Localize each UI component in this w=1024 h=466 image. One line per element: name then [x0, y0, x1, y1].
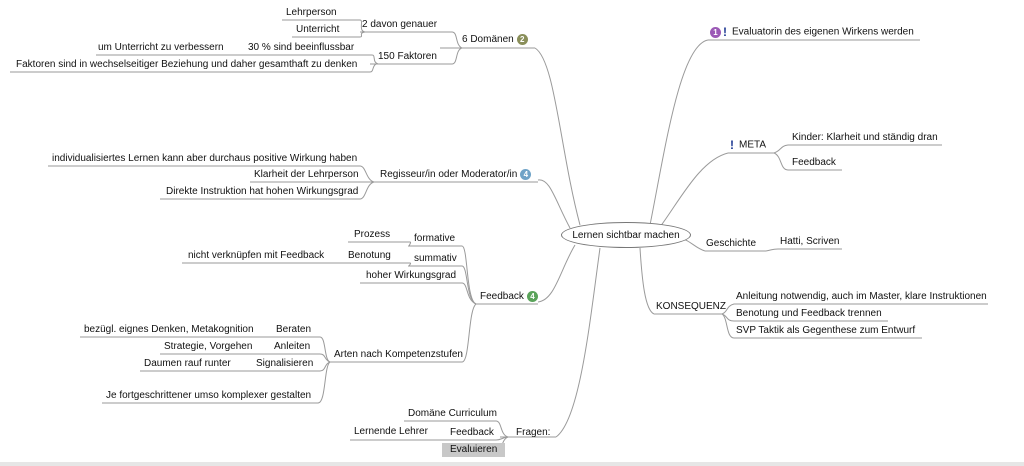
- node-lernende-lehrer[interactable]: Lernende Lehrer: [354, 426, 428, 437]
- node-meta[interactable]: ! META: [728, 139, 766, 152]
- horizontal-scrollbar[interactable]: [0, 462, 1024, 466]
- node-meta-feedback[interactable]: Feedback: [792, 157, 836, 168]
- node-nicht-verknuepfen[interactable]: nicht verknüpfen mit Feedback: [188, 250, 325, 261]
- node-kompetenzstufen[interactable]: Arten nach Kompetenzstufen: [334, 349, 463, 360]
- root-label: Lernen sichtbar machen: [572, 229, 680, 241]
- node-regisseur-label: Regisseur/in oder Moderator/in: [380, 169, 518, 181]
- node-kinder-klarheit[interactable]: Kinder: Klarheit und ständig dran: [792, 132, 938, 143]
- node-formative[interactable]: formative: [414, 233, 456, 244]
- node-hoher-wirkungsgrad[interactable]: hoher Wirkungsgrad: [366, 270, 457, 281]
- node-benotung-trennen[interactable]: Benotung und Feedback trennen: [736, 308, 882, 319]
- node-metakognition[interactable]: bezügl. eignes Denken, Metakognition: [84, 324, 254, 335]
- node-geschichte[interactable]: Geschichte: [706, 238, 757, 249]
- node-fragen[interactable]: Fragen:: [516, 427, 551, 438]
- node-signalisieren[interactable]: Signalisieren: [256, 358, 314, 369]
- node-unterricht-verbessern[interactable]: um Unterricht zu verbessern: [98, 42, 224, 53]
- priority-badge-icon: 1: [710, 26, 721, 38]
- edge-root-feedback: [537, 244, 576, 303]
- node-fragen-feedback[interactable]: Feedback: [450, 427, 494, 438]
- node-direkte-instruktion[interactable]: Direkte Instruktion hat hohen Wirkungsgr…: [166, 186, 359, 197]
- node-150-faktoren[interactable]: 150 Faktoren: [378, 51, 437, 62]
- node-strategie[interactable]: Strategie, Vorgehen: [164, 341, 253, 352]
- node-evaluatorin[interactable]: 1! Evaluatorin des eigenen Wirkens werden: [710, 26, 914, 39]
- exclamation-icon: !: [723, 25, 727, 39]
- node-faktoren-beziehung[interactable]: Faktoren sind in wechselseitiger Beziehu…: [16, 59, 358, 70]
- node-individualisiertes-lernen[interactable]: individualisiertes Lernen kann aber durc…: [52, 153, 358, 164]
- edge-root-domaenen: [534, 47, 581, 226]
- edge-root-fragen: [555, 247, 601, 438]
- exclamation-icon: !: [730, 138, 734, 152]
- node-2-davon-genauer[interactable]: 2 davon genauer: [362, 19, 438, 30]
- node-lehrperson[interactable]: Lehrperson: [286, 7, 337, 18]
- node-konsequenz[interactable]: KONSEQUENZ: [656, 301, 727, 312]
- node-summativ[interactable]: summativ: [414, 253, 457, 264]
- node-anleiten[interactable]: Anleiten: [274, 341, 311, 352]
- node-anleitung-notwendig[interactable]: Anleitung notwendig, auch im Master, kla…: [736, 291, 987, 302]
- node-hatti-scriven[interactable]: Hatti, Scriven: [780, 236, 840, 247]
- root-node[interactable]: Lernen sichtbar machen: [561, 222, 691, 248]
- node-fortgeschrittener[interactable]: Je fortgeschrittener umso komplexer gest…: [106, 390, 312, 401]
- node-feedback-label: Feedback: [480, 291, 524, 303]
- node-prozess[interactable]: Prozess: [354, 229, 391, 240]
- edge-root-evaluatorin: [649, 39, 709, 226]
- node-beraten[interactable]: Beraten: [276, 324, 312, 335]
- node-unterricht[interactable]: Unterricht: [296, 24, 340, 35]
- priority-badge-icon: 2: [516, 34, 528, 45]
- node-evaluieren-selected[interactable]: Evaluieren: [442, 443, 506, 457]
- node-benotung[interactable]: Benotung: [348, 250, 391, 261]
- node-meta-label: META: [739, 139, 767, 151]
- node-daumen[interactable]: Daumen rauf runter: [144, 358, 231, 369]
- node-domaene-curriculum[interactable]: Domäne Curriculum: [408, 408, 497, 419]
- priority-badge-icon: 4: [526, 291, 538, 302]
- edge-root-meta: [659, 152, 729, 228]
- node-klarheit-lehrperson[interactable]: Klarheit der Lehrperson: [254, 169, 359, 180]
- priority-badge-icon: 4: [520, 169, 532, 180]
- node-evaluatorin-label: Evaluatorin des eigenen Wirkens werden: [732, 26, 914, 38]
- node-svp-taktik[interactable]: SVP Taktik als Gegenthese zum Entwurf: [736, 325, 916, 336]
- node-30-prozent[interactable]: 30 % sind beeinflussbar: [248, 42, 355, 53]
- edge-root-konsequenz: [639, 247, 655, 315]
- node-domaenen-label: 6 Domänen: [462, 34, 514, 46]
- edge-root-regisseur: [537, 179, 571, 229]
